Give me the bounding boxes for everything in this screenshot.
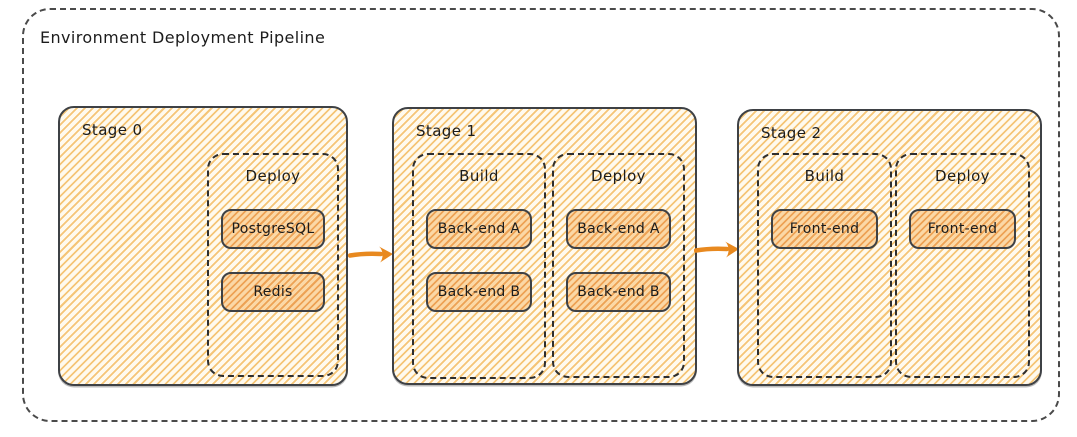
stage-2-deploy-group: Deploy Front-end [895,153,1030,378]
node-backend-a-build: Back-end A [426,209,532,249]
stage-0-label: Stage 0 [82,121,143,139]
group-label: Deploy [245,167,301,185]
flow-arrow-right-icon [348,246,393,263]
group-label: Build [459,167,499,185]
stage-1-box: Stage 1 Build Back-end A Back-end B Depl… [392,107,697,385]
diagram-title: Environment Deployment Pipeline [40,28,326,47]
group-label: Deploy [591,167,646,185]
node-backend-b-deploy: Back-end B [566,272,671,312]
stage-1-deploy-group: Deploy Back-end A Back-end B [552,153,685,378]
pipeline-boundary [22,8,1060,422]
stage-1-label: Stage 1 [416,122,477,140]
node-backend-b-build: Back-end B [426,272,532,312]
node-backend-a-deploy: Back-end A [566,209,671,249]
node-frontend-deploy: Front-end [909,209,1016,249]
group-label: Deploy [935,167,990,185]
group-label: Build [804,167,845,185]
stage-2-build-group: Build Front-end [757,153,892,378]
flow-arrow-right-icon [694,241,739,258]
stage-2-label: Stage 2 [761,124,822,142]
node-frontend-build: Front-end [771,209,878,249]
stage-0-deploy-group: Deploy PostgreSQL Redis [207,153,339,377]
stage-0-box: Stage 0 Deploy PostgreSQL Redis [58,106,348,386]
node-redis: Redis [221,272,325,312]
stage-2-box: Stage 2 Build Front-end Deploy Front-end [737,109,1042,386]
stage-1-build-group: Build Back-end A Back-end B [412,153,546,379]
node-postgresql: PostgreSQL [221,209,325,249]
